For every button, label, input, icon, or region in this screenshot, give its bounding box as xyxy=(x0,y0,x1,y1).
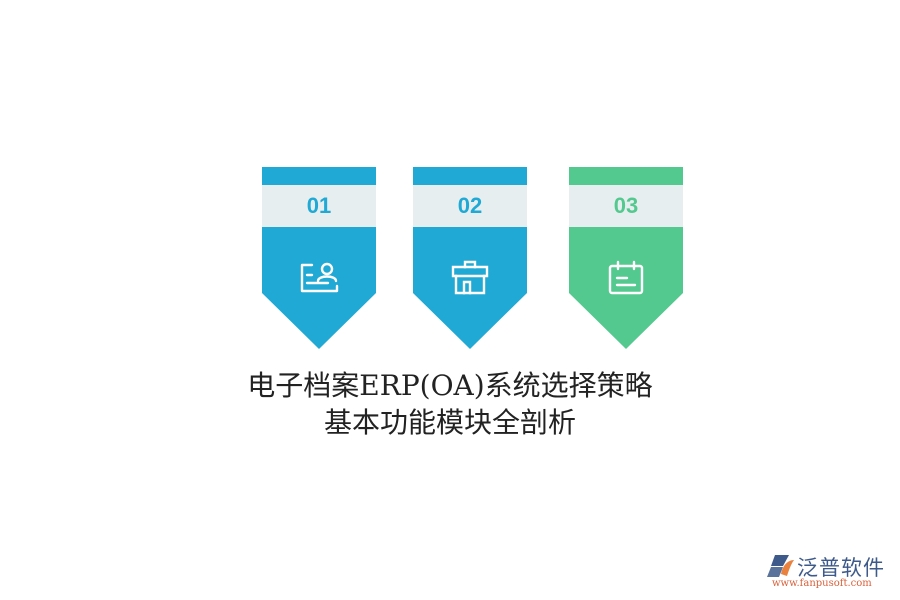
brand-logo: 泛普软件 www.fanpusoft.com xyxy=(767,552,897,592)
title-line-1: 电子档案ERP(OA)系统选择策略 xyxy=(247,369,653,402)
fanpu-logo-icon xyxy=(767,555,794,577)
card-body xyxy=(569,227,683,349)
calendar-note-icon xyxy=(608,260,644,295)
chevron-shape xyxy=(569,227,683,349)
step-card-02: 02 xyxy=(413,167,527,349)
card-body xyxy=(262,227,376,349)
id-card-user-icon xyxy=(300,262,339,293)
gift-box-icon xyxy=(451,260,489,295)
step-card-01: 01 xyxy=(262,167,376,349)
brand-url: www.fanpusoft.com xyxy=(772,578,872,589)
brand-name: 泛普软件 xyxy=(797,556,885,580)
step-number: 02 xyxy=(413,185,527,227)
chevron-shape xyxy=(262,227,376,349)
card-top-band xyxy=(262,167,376,185)
step-number: 03 xyxy=(569,185,683,227)
step-card-03: 03 xyxy=(569,167,683,349)
card-top-band xyxy=(413,167,527,185)
card-body xyxy=(413,227,527,349)
step-number: 01 xyxy=(262,185,376,227)
title-line-2: 基本功能模块全剖析 xyxy=(323,406,576,439)
card-top-band xyxy=(569,167,683,185)
